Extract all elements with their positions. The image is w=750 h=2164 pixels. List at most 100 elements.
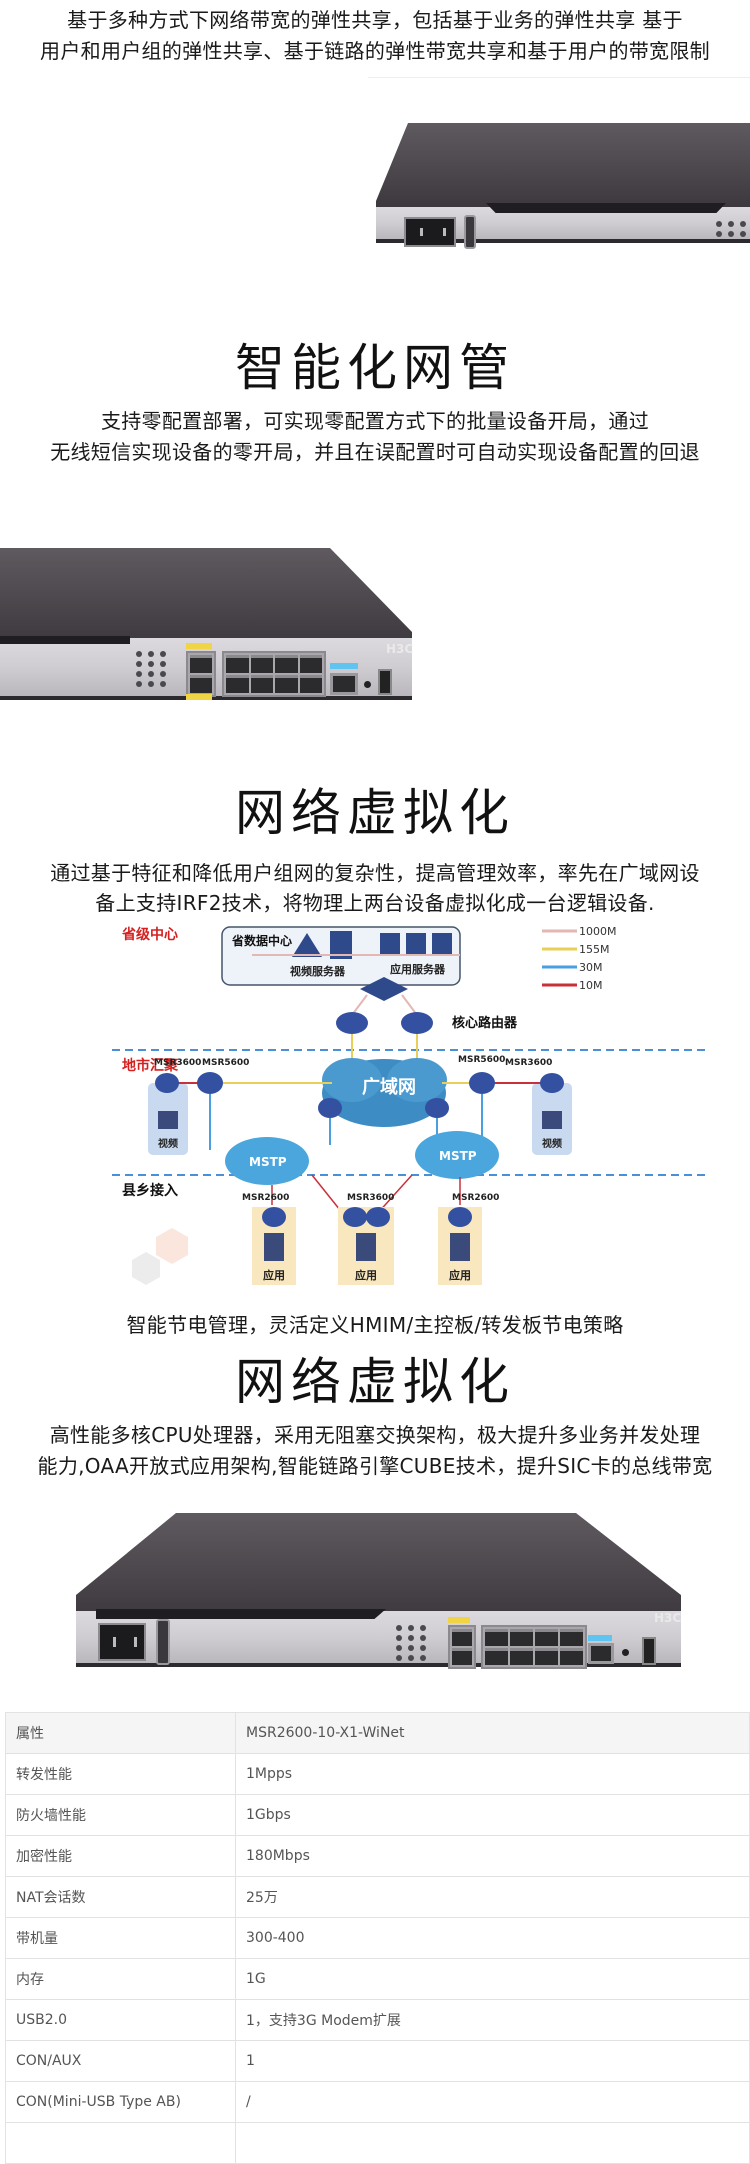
section-title-perf: 网络虚拟化 <box>235 1353 515 1411</box>
intro-line-2: 用户和用户组的弹性共享、基于链路的弹性带宽共享和基于用户的带宽限制 <box>40 39 710 63</box>
status-leds <box>716 221 746 237</box>
virt-line-2: 备上支持IRF2技术，将物理上两台设备虚拟化成一台逻辑设备. <box>95 891 655 915</box>
specs-table: 属性 MSR2600-10-X1-WiNet 转发性能 1Mpps 防火墙性能 … <box>5 1712 750 2164</box>
model-label: MSR2600 <box>452 1193 499 1203</box>
router-icon <box>469 1072 495 1094</box>
spec-key: 内存 <box>5 1958 236 2000</box>
core-router-label: 核心路由器 <box>452 1015 518 1031</box>
spec-value: 1，支持3G Modem扩展 <box>235 1999 750 2041</box>
lan-ports <box>222 651 326 697</box>
spec-value: 1Mpps <box>235 1753 750 1795</box>
model-label: MSR5600 <box>202 1058 249 1068</box>
video-server-label: 视频服务器 <box>290 964 346 978</box>
section-title-mgmt: 智能化网管 <box>235 339 515 397</box>
ge-ports <box>448 1625 476 1669</box>
usb-port <box>378 669 392 695</box>
spec-value: 1Gbps <box>235 1794 750 1836</box>
lan-ports <box>481 1625 587 1669</box>
mgmt-line-1: 支持零配置部署，可实现零配置方式下的批量设备开局，通过 <box>100 409 650 433</box>
network-topology-diagram: 省级中心 地市汇聚 县乡接入 省数据中心 视频服务器 应用服务器 核心路由器 1… <box>112 915 708 1285</box>
power-note: 智能节电管理，灵活定义HMIM/主控板/转发板节电策略 <box>126 1313 624 1337</box>
mstp-label: MSTP <box>439 1149 477 1163</box>
mstp-cloud-icon <box>415 1131 499 1179</box>
brand-logo: H3C <box>654 1611 682 1625</box>
model-label: MSR2600 <box>242 1193 289 1203</box>
app-server-label: 应用服务器 <box>390 962 446 976</box>
data-center-label: 省数据中心 <box>231 933 292 948</box>
spec-value: MSR2600-10-X1-WiNet <box>235 1712 750 1754</box>
section-title-virt: 网络虚拟化 <box>235 784 515 842</box>
tier-label-province: 省级中心 <box>121 926 178 943</box>
router-icon <box>318 1098 342 1118</box>
power-switch-icon <box>464 215 476 249</box>
router-icon <box>366 1207 390 1227</box>
spec-key: 属性 <box>5 1712 236 1754</box>
model-label: MSR5600 <box>458 1055 505 1065</box>
console-port <box>330 673 358 695</box>
table-row: 防火墙性能 1Gbps <box>5 1794 750 1836</box>
power-socket-icon <box>98 1623 146 1661</box>
app-server-icon <box>432 933 452 955</box>
virt-line-1: 通过基于特征和降低用户组网的复杂性，提高管理效率，率先在广域网设 <box>50 861 700 885</box>
spec-key: CON/AUX <box>5 2040 236 2082</box>
router-icon <box>425 1098 449 1118</box>
core-router-icon <box>401 1012 433 1034</box>
wan-cloud-icon <box>322 1058 447 1127</box>
router-icon <box>197 1072 223 1094</box>
router-icon <box>155 1073 179 1093</box>
spec-key: 带机量 <box>5 1917 236 1959</box>
mgmt-line-2: 无线短信实现设备的零开局，并且在误配置时可自动实现设备配置的回退 <box>50 440 700 464</box>
app-server-icon <box>450 1233 470 1261</box>
spec-key: 加密性能 <box>5 1835 236 1877</box>
router-icon <box>448 1207 472 1227</box>
console-port <box>588 1643 614 1664</box>
router-image-front-left: H3C <box>0 548 420 700</box>
core-switch-icon <box>360 977 408 1001</box>
spec-value: / <box>235 2081 750 2123</box>
legend-label: 10M <box>579 979 603 992</box>
ge-ports <box>186 651 216 697</box>
tier-label-city: 地市汇聚 <box>122 1057 179 1074</box>
spec-value: 180Mbps <box>235 1835 750 1877</box>
video-server-icon <box>330 931 352 959</box>
usb-port <box>642 1637 656 1665</box>
divider <box>368 77 750 78</box>
wan-label: 广域网 <box>362 1076 416 1098</box>
spec-key: 防火墙性能 <box>5 1794 236 1836</box>
table-row: 带机量 300-400 <box>5 1917 750 1959</box>
spec-key <box>5 2122 236 2164</box>
table-row: 内存 1G <box>5 1958 750 2000</box>
video-server-icon <box>292 933 322 957</box>
app-server-icon <box>264 1233 284 1261</box>
perf-line-1: 高性能多核CPU处理器，采用无阻塞交换架构，极大提升多业务并发处理 <box>49 1423 701 1447</box>
video-label: 视频 <box>158 1137 178 1150</box>
power-switch-icon <box>156 1619 170 1665</box>
table-row: CON(Mini-USB Type AB) / <box>5 2081 750 2123</box>
table-row: 加密性能 180Mbps <box>5 1835 750 1877</box>
tier-label-county: 县乡接入 <box>122 1182 178 1199</box>
table-row: 转发性能 1Mpps <box>5 1753 750 1795</box>
spec-value: 300-400 <box>235 1917 750 1959</box>
brand-logo: H3C <box>386 642 414 656</box>
decor-hexagon <box>156 1228 188 1264</box>
legend-label: 155M <box>579 943 610 956</box>
spec-key: CON(Mini-USB Type AB) <box>5 2081 236 2123</box>
table-row <box>5 2122 750 2164</box>
mstp-cloud-icon <box>225 1137 309 1185</box>
intro-line-1: 基于多种方式下网络带宽的弹性共享，包括基于业务的弹性共享 基于 <box>67 8 683 32</box>
perf-line-2: 能力,OAA开放式应用架构,智能链路引擎CUBE技术，提升SIC卡的总线带宽 <box>37 1454 713 1478</box>
app-label: 应用 <box>449 1268 471 1282</box>
router-image-front: H3C <box>76 1513 682 1669</box>
app-server-icon <box>356 1233 376 1261</box>
table-header-row: 属性 MSR2600-10-X1-WiNet <box>5 1712 750 1754</box>
app-label: 应用 <box>263 1268 285 1282</box>
legend-label: 30M <box>579 961 603 974</box>
video-label: 视频 <box>542 1137 562 1150</box>
table-row: USB2.0 1，支持3G Modem扩展 <box>5 1999 750 2041</box>
status-leds <box>136 651 166 687</box>
legend-label: 1000M <box>579 925 617 938</box>
router-image-rear <box>376 123 750 249</box>
spec-value: 1G <box>235 1958 750 2000</box>
router-icon <box>262 1207 286 1227</box>
spec-value: 25万 <box>235 1876 750 1918</box>
